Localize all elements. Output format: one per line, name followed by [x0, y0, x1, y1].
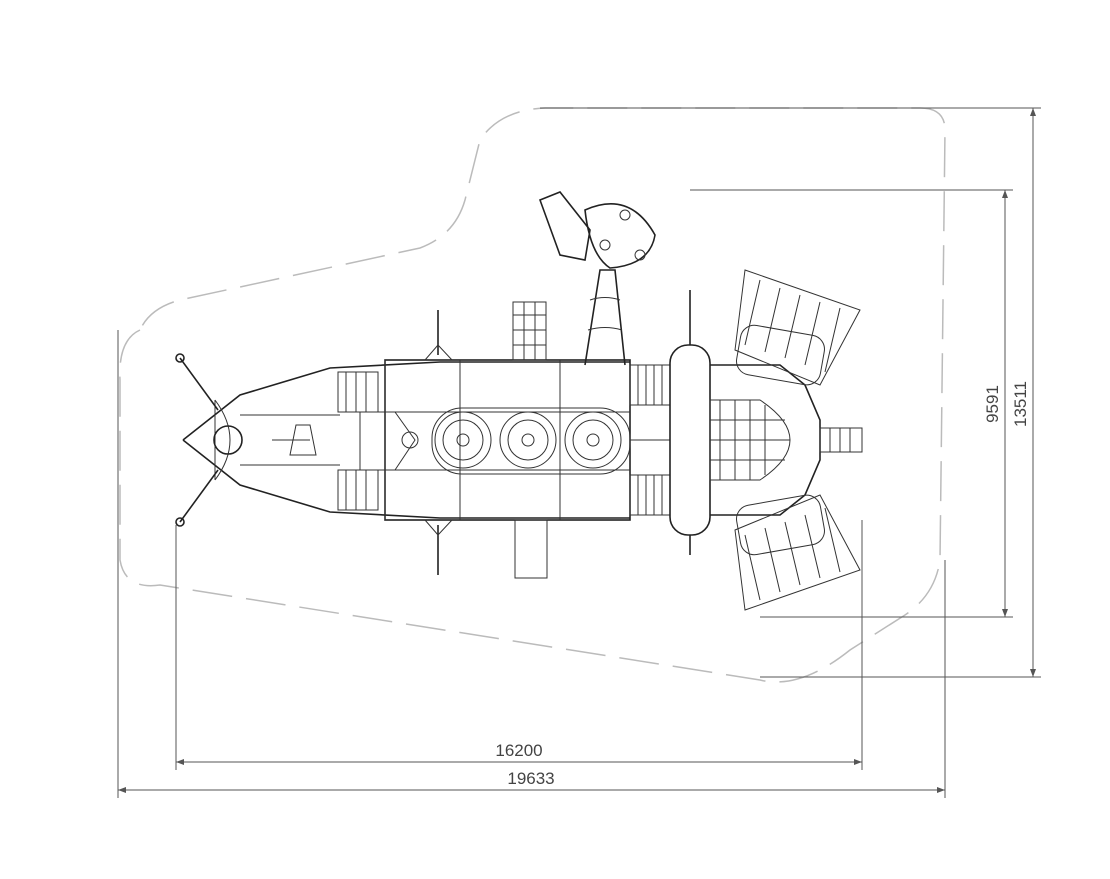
dimension-inner-height: 9591 [983, 385, 1002, 423]
dimension-outer-height: 13511 [1011, 381, 1030, 427]
dimension-lines [117, 107, 1041, 798]
safety-zone-outline [119, 107, 946, 683]
dimension-outer-width: 19633 [507, 769, 554, 788]
dimension-inner-width: 16200 [495, 741, 542, 760]
ship-playground [175, 191, 863, 611]
